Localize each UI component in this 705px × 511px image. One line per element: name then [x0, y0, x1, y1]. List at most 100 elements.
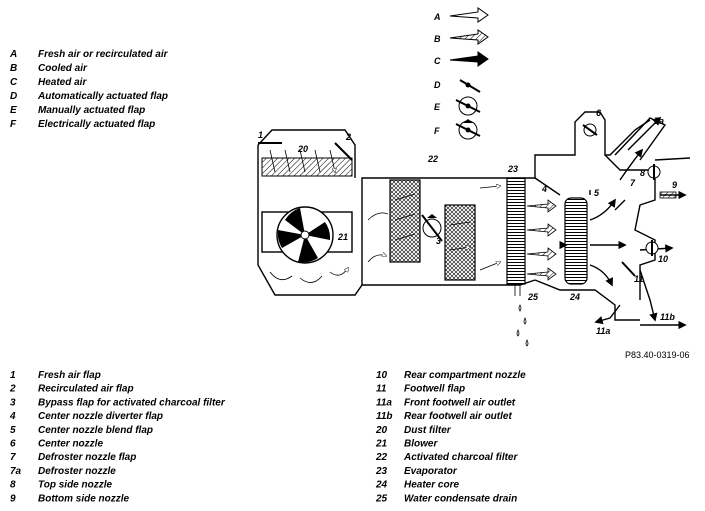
legend-text: Water condensate drain [404, 493, 517, 504]
top-legend-key: A [9, 49, 17, 60]
legend-text: Defroster nozzle [38, 466, 116, 477]
legend-number: 22 [375, 452, 388, 463]
legend-text: Heater core [404, 480, 459, 491]
label-25: 25 [527, 292, 539, 302]
legend-number: 23 [375, 466, 388, 477]
label-21: 21 [337, 232, 348, 242]
label-3: 3 [436, 236, 441, 246]
activated-charcoal-filter-1 [389, 179, 421, 263]
legend-number: 10 [376, 370, 388, 381]
label-11: 11 [634, 274, 643, 284]
label-11a: 11a [596, 326, 610, 336]
top-legend-key: D [10, 91, 17, 102]
hvac-housing [257, 111, 691, 347]
label-6: 6 [596, 108, 602, 118]
legend-number: 4 [9, 411, 16, 422]
legend-text: Center nozzle blend flap [38, 425, 153, 436]
symbol-electric-flap-icon [455, 119, 481, 140]
symbol-key: A B C D E F [433, 7, 489, 140]
label-24: 24 [569, 292, 580, 302]
legend-number: 25 [375, 493, 388, 504]
legend-text: Recirculated air flap [38, 384, 134, 395]
legend-number: 21 [375, 439, 388, 450]
label-11b: 11b [660, 312, 675, 322]
legend-text: Dust filter [404, 425, 452, 436]
legend-text: Bypass flap for activated charcoal filte… [38, 397, 226, 408]
symbol-key-e: E [434, 102, 441, 112]
legend-text: Defroster nozzle flap [38, 452, 136, 463]
legend-number: 2 [9, 384, 16, 395]
symbol-fresh-air-arrow [449, 7, 489, 23]
label-8: 8 [640, 168, 645, 178]
legend-text: Rear footwell air outlet [404, 411, 512, 422]
legend-text: Top side nozzle [38, 480, 113, 491]
legend-text: Blower [404, 439, 438, 450]
legend-number: 5 [10, 425, 16, 436]
legend-number: 20 [375, 425, 388, 436]
legend-number: 1 [10, 370, 16, 381]
symbol-key-d: D [434, 80, 441, 90]
activated-charcoal-filter-2 [444, 204, 476, 281]
symbol-key-f: F [434, 126, 440, 136]
legend-text: Footwell flap [404, 384, 465, 395]
figure-reference: P83.40-0319-06 [625, 350, 690, 360]
symbol-auto-flap-icon [459, 79, 481, 93]
label-10: 10 [658, 254, 668, 264]
top-legend-text: Manually actuated flap [38, 105, 145, 116]
label-23: 23 [507, 164, 518, 174]
top-legend-text: Automatically actuated flap [37, 91, 168, 102]
legend-number: 9 [10, 493, 16, 504]
bypass-flap-icon [421, 214, 443, 242]
top-legend-text: Electrically actuated flap [38, 119, 155, 130]
label-7a: 7a [654, 116, 664, 126]
label-1: 1 [258, 130, 263, 140]
symbol-key-c: C [434, 56, 441, 66]
top-legend-key: E [10, 105, 17, 116]
symbol-heated-air-arrow [449, 51, 489, 67]
top-legend-text: Cooled air [38, 63, 88, 74]
legend-text: Rear compartment nozzle [404, 370, 526, 381]
legend-text: Center nozzle diverter flap [38, 411, 163, 422]
label-20: 20 [297, 144, 308, 154]
legend-number: 24 [375, 480, 388, 491]
legend-number: 11b [376, 411, 393, 422]
top-legend-text: Fresh air or recirculated air [38, 49, 169, 60]
label-4: 4 [541, 184, 547, 194]
dust-filter [261, 157, 353, 177]
legend-number: 8 [10, 480, 16, 491]
top-legend-key: B [10, 63, 17, 74]
label-22: 22 [427, 154, 438, 164]
legend-number: 6 [10, 439, 16, 450]
diagram-labels: 1 2 20 21 22 3 23 4 5 6 7a 7 8 9 10 11 2… [258, 108, 677, 336]
heater-core [564, 197, 588, 285]
legend-text: Evaporator [404, 466, 458, 477]
label-2: 2 [345, 132, 351, 142]
label-9: 9 [672, 180, 677, 190]
cooled-air-arrows [526, 199, 557, 281]
evaporator [506, 177, 526, 285]
water-drops-icon [516, 304, 529, 347]
symbol-cooled-air-arrow [449, 29, 489, 45]
legend-number: 7a [10, 466, 22, 477]
label-7: 7 [630, 178, 636, 188]
legend-number: 7 [10, 452, 16, 463]
symbol-key-a: A [433, 12, 441, 22]
legend-number: 11a [376, 397, 392, 408]
top-legend-text: Heated air [38, 77, 87, 88]
legend-text: Fresh air flap [38, 370, 101, 381]
legend-left: 1 Fresh air flap 2 Recirculated air flap 3 By… [9, 370, 226, 504]
symbol-key-b: B [434, 34, 441, 44]
symbol-manual-flap-icon [455, 96, 481, 116]
legend-number: 3 [10, 397, 16, 408]
legend-text: Center nozzle [38, 439, 103, 450]
legend-text: Activated charcoal filter [403, 452, 518, 463]
legend-text: Front footwell air outlet [404, 397, 516, 408]
recirculated-air-flap [334, 142, 353, 161]
label-5: 5 [594, 188, 600, 198]
legend-text: Bottom side nozzle [38, 493, 130, 504]
footwell-flap [621, 261, 636, 277]
top-legend-key: C [10, 77, 18, 88]
